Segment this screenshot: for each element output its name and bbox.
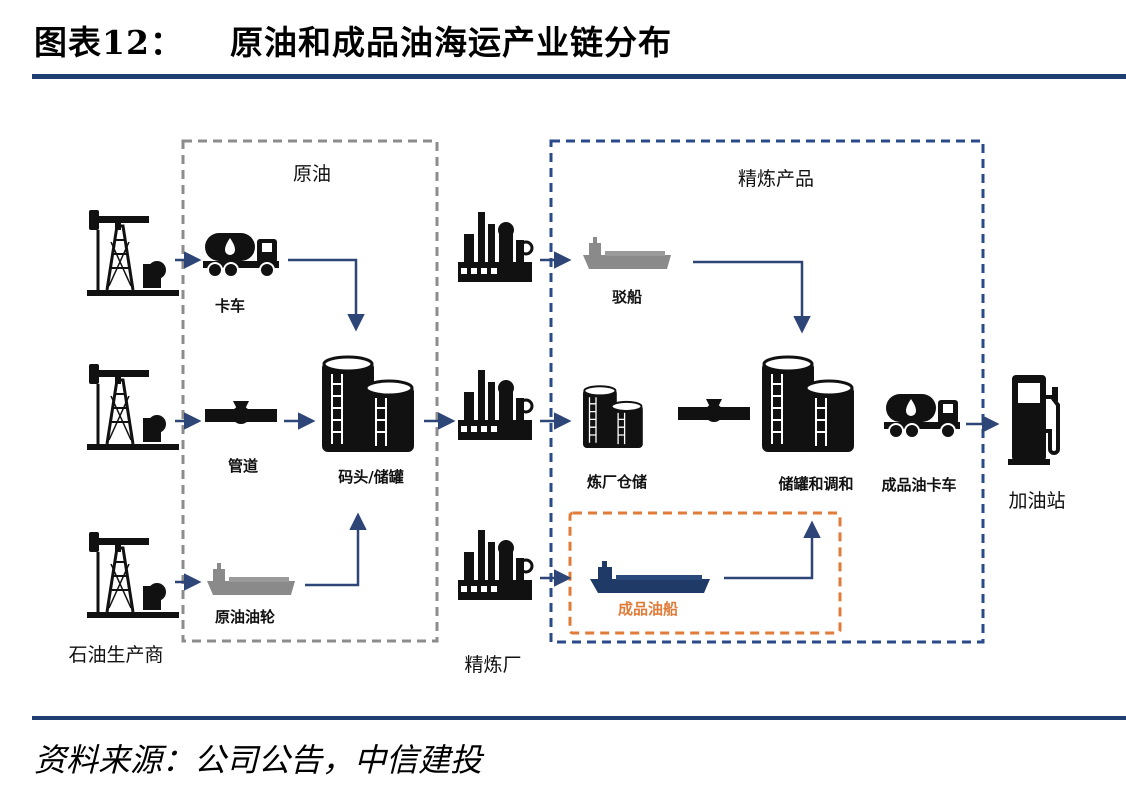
crude-oil-group-label: 原油 xyxy=(293,163,331,185)
source-note: 资料来源：公司公告，中信建投 xyxy=(34,741,483,779)
pipeline-label: 管道 xyxy=(228,457,258,475)
flow-arrow xyxy=(305,512,367,587)
tank-truck-icon xyxy=(202,232,280,278)
figure-number: 图表12： xyxy=(34,23,184,62)
refined-products-group-label: 精炼产品 xyxy=(738,168,814,190)
gas-pump-icon xyxy=(1006,373,1060,467)
refinery-label: 精炼厂 xyxy=(464,654,521,676)
producers-label: 石油生产商 xyxy=(68,644,163,666)
terminal-label: 码头/储罐 xyxy=(338,468,403,486)
crude-tanker-icon xyxy=(207,563,295,595)
figure-title: 图表12： 原油和成品油海运产业链分布 xyxy=(34,16,672,64)
crude-oil-group xyxy=(181,139,439,643)
truck-label: 卡车 xyxy=(215,297,245,315)
refinery-icon xyxy=(456,210,534,284)
product-tanker-icon xyxy=(590,561,710,593)
refined-products-group xyxy=(549,139,985,644)
gas-station-label: 加油站 xyxy=(1008,490,1065,512)
product-tanker-label: 成品油船 xyxy=(618,600,678,618)
header-rule xyxy=(32,74,1126,79)
product-truck-icon xyxy=(883,393,961,439)
flow-arrow xyxy=(288,258,365,332)
flow-arrow xyxy=(724,520,821,580)
blending-label: 储罐和调和 xyxy=(778,475,853,493)
refinery-storage-tanks-icon xyxy=(582,385,644,449)
refinery-icon xyxy=(456,368,534,442)
oil-pumpjack-icon xyxy=(85,362,181,452)
figure-title-text: 原油和成品油海运产业链分布 xyxy=(229,23,672,62)
oil-pumpjack-icon xyxy=(85,208,181,298)
refinery-storage-label: 炼厂仓储 xyxy=(587,473,647,491)
pipeline-valve-icon xyxy=(205,401,277,424)
pipeline-valve-icon xyxy=(678,399,750,422)
terminal-storage-tanks-icon xyxy=(320,355,416,454)
footer-rule xyxy=(32,716,1126,720)
product-truck-label: 成品油卡车 xyxy=(881,476,956,494)
blending-storage-tanks-icon xyxy=(760,355,856,454)
barge-label: 驳船 xyxy=(612,288,642,306)
refinery-icon xyxy=(456,528,534,602)
crude-tanker-label: 原油油轮 xyxy=(215,608,275,626)
oil-pumpjack-icon xyxy=(85,530,181,620)
barge-icon xyxy=(583,237,671,269)
flow-arrow xyxy=(693,260,811,334)
